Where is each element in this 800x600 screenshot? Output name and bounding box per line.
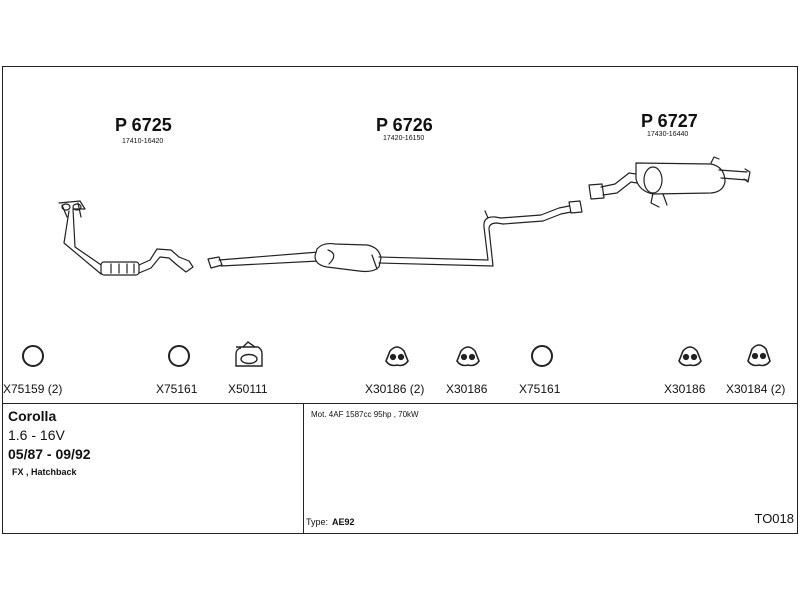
part-code-label: X30186 [446,382,488,396]
part-code-label: X30186 [664,382,706,396]
part-code-label: X30184 (2) [726,382,786,396]
rubber-hanger-icon [678,346,702,367]
product-number-p6725: P 6725 [115,115,172,135]
vehicle-panel: Corolla 1.6 - 16V 05/87 - 09/92 FX , Hat… [3,404,304,534]
info-row: Corolla 1.6 - 16V 05/87 - 09/92 FX , Hat… [3,403,797,534]
part-code-label: X75161 [519,382,561,396]
oem-number-p6727: 17430-16440 [647,131,689,138]
type-label: Type: [306,517,329,527]
rubber-hanger-icon [456,346,480,367]
part-code-label: X50111 [228,382,268,396]
vehicle-date-range: 05/87 - 09/92 [8,446,91,462]
part-code-label: X75159 (2) [3,382,63,396]
type-line: Type:AE92 [306,517,355,527]
vehicle-engine: 1.6 - 16V [8,427,65,443]
part-code-label: X30186 (2) [365,382,425,396]
reference-code: TO018 [754,511,794,526]
vehicle-body-style: FX , Hatchback [12,467,77,477]
front-downpipe-p6725 [58,200,194,276]
product-number-p6727: P 6727 [641,111,698,131]
mounting-clamp-icon [235,341,263,367]
oem-number-p6725: 17410-16420 [122,138,164,145]
product-number-p6726: P 6726 [376,115,433,135]
vehicle-model: Corolla [8,408,57,424]
ring-gasket-icon [22,345,44,367]
rubber-hanger-icon [385,346,409,367]
detail-panel: Mot. 4AF 1587cc 95hp , 70kW Type:AE92 TO… [303,404,797,534]
exhaust-diagram-frame: P 6725 17410-16420 P 6726 17420-16150 P … [2,66,798,534]
oem-number-p6726: 17420-16150 [383,135,425,142]
exhaust-system-drawing [22,156,771,367]
ring-gasket-icon [531,345,553,367]
part-code-label: X75161 [156,382,198,396]
engine-note: Mot. 4AF 1587cc 95hp , 70kW [311,410,419,419]
middle-section-p6726 [207,200,583,273]
type-value: AE92 [332,517,355,527]
rear-silencer-p6727 [588,156,751,208]
rubber-hanger-icon [747,344,771,367]
ring-gasket-icon [168,345,190,367]
